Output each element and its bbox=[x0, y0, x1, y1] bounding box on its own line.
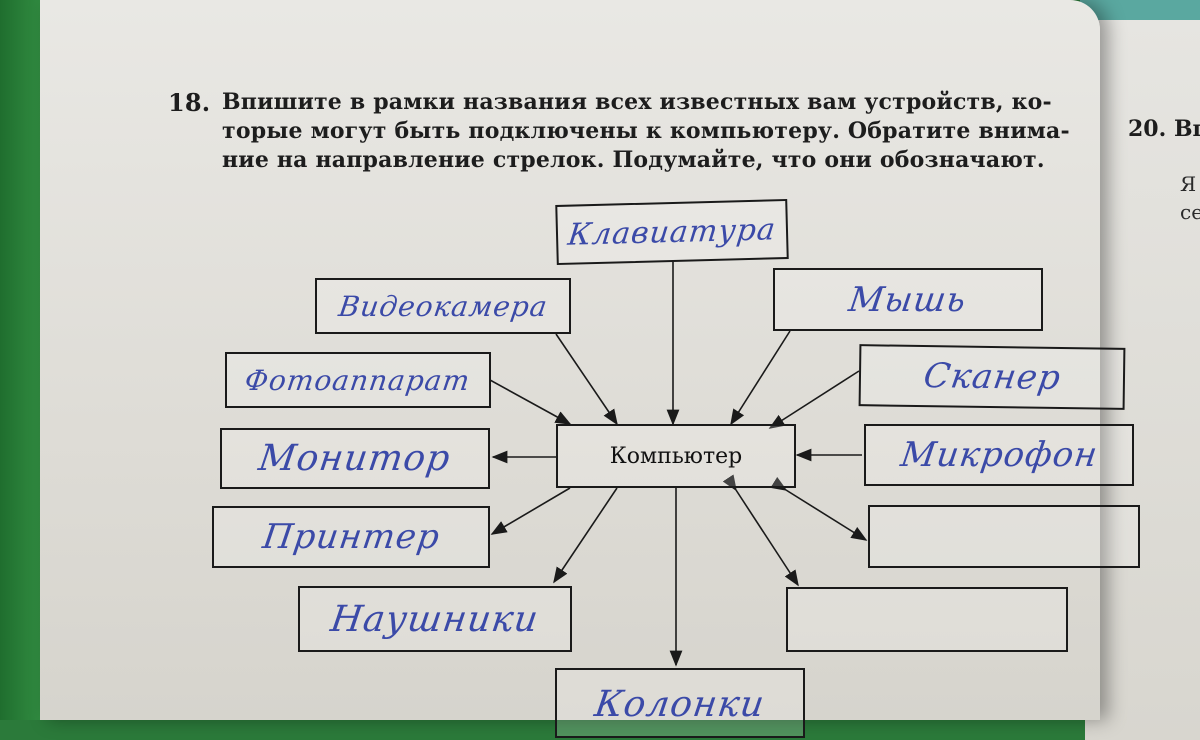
arrow-scanner bbox=[768, 370, 860, 429]
device-box-mouse[interactable]: Мышь bbox=[773, 268, 1043, 331]
device-camera: Фотоаппарат bbox=[243, 363, 473, 397]
device-box-headphones[interactable]: Наушники bbox=[298, 586, 572, 652]
device-mouse: Мышь bbox=[846, 279, 970, 320]
arrow-headphones bbox=[553, 487, 618, 584]
next-task-num: 20. bbox=[1128, 116, 1167, 142]
computer-box: Компьютер bbox=[556, 424, 796, 488]
next-page-fragment: се bbox=[1180, 200, 1200, 224]
next-task-text: Вп bbox=[1173, 116, 1200, 142]
next-page-fragment: Я bbox=[1180, 172, 1197, 196]
device-speakers: Колонки bbox=[592, 684, 768, 725]
task-number: 18. bbox=[168, 88, 211, 117]
arrow-empty1 bbox=[770, 476, 868, 541]
device-box-empty1[interactable] bbox=[868, 505, 1140, 568]
device-headphones: Наушники bbox=[328, 598, 542, 640]
device-microphone: Микрофон bbox=[897, 435, 1101, 475]
arrow-mouse bbox=[730, 330, 791, 426]
arrow-printer bbox=[490, 487, 571, 535]
device-box-keyboard[interactable]: Клавиатура bbox=[555, 198, 789, 266]
arrow-camcorder bbox=[555, 333, 618, 426]
task-line-1: Впишите в рамки названия всех известных … bbox=[222, 89, 1052, 115]
task-line-2: торые могут быть подключены к компьютеру… bbox=[222, 118, 1070, 144]
device-box-camcorder[interactable]: Видеокамера bbox=[315, 278, 571, 334]
arrow-empty2 bbox=[722, 474, 799, 587]
next-task-number: 20. Вп bbox=[1128, 116, 1200, 142]
device-box-speakers[interactable]: Колонки bbox=[555, 668, 805, 738]
device-box-empty2[interactable] bbox=[786, 587, 1068, 652]
device-scanner: Сканер bbox=[920, 356, 1064, 398]
device-box-printer[interactable]: Принтер bbox=[212, 506, 490, 568]
next-page bbox=[1085, 20, 1200, 740]
device-printer: Принтер bbox=[259, 517, 443, 557]
device-box-scanner[interactable]: Сканер bbox=[858, 344, 1126, 410]
computer-label: Компьютер bbox=[609, 443, 743, 469]
device-camcorder: Видеокамера bbox=[336, 289, 550, 323]
device-box-camera[interactable]: Фотоаппарат bbox=[225, 352, 491, 408]
device-keyboard: Клавиатура bbox=[566, 211, 778, 253]
diagram-arrows bbox=[489, 262, 868, 667]
device-box-microphone[interactable]: Микрофон bbox=[864, 424, 1134, 486]
task-line-3: ние на направление стрелок. Подумайте, ч… bbox=[222, 147, 1045, 173]
device-monitor: Монитор bbox=[256, 438, 454, 479]
device-box-monitor[interactable]: Монитор bbox=[220, 428, 490, 489]
arrow-camera bbox=[489, 379, 572, 425]
